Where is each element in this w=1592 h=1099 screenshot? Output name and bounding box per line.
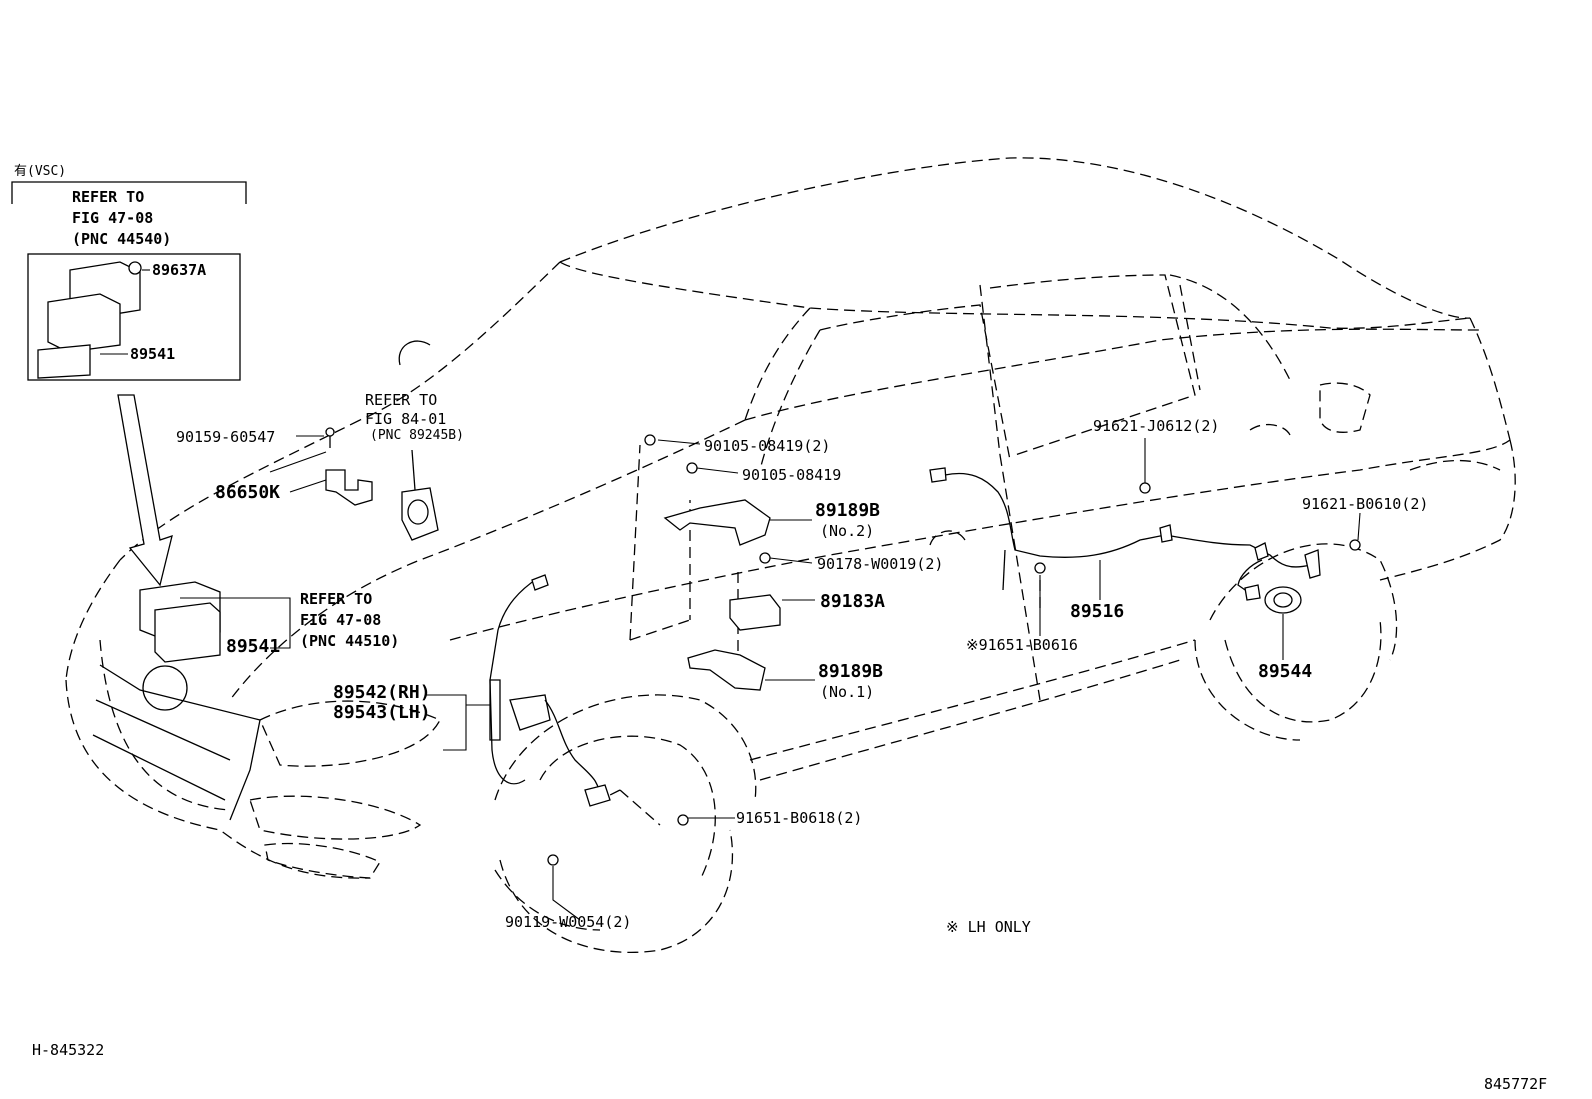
part-89542-rh: 89542(RH) (333, 682, 431, 703)
part-91651-b0616: ※91651-B0616 (966, 636, 1078, 654)
sensor-86650k-drawing (325, 427, 373, 506)
refer-top-line3: (PNC 44540) (72, 230, 171, 248)
refer-front-line3: (PNC 44510) (300, 632, 399, 650)
vsc-note: 有(VSC) (14, 164, 66, 179)
part-91621-j0612: 91621-J0612(2) (1093, 417, 1219, 435)
refer-box-frames (11, 181, 247, 587)
part-90105-08419: 90105-08419 (742, 466, 841, 484)
actuator-drawing-top (37, 261, 142, 379)
rear-sensor-89544-drawing (1244, 584, 1302, 614)
front-sensor-wire-drawing (489, 574, 689, 866)
part-89637a: 89637A (152, 261, 206, 279)
leader-lines (100, 269, 1361, 921)
ecu-drawing-front (139, 581, 221, 663)
refer-front-line2: FIG 47-08 (300, 611, 381, 629)
part-89516: 89516 (1070, 601, 1124, 622)
part-90105-08419-2: 90105-08419(2) (704, 437, 830, 455)
sensor-89183a-drawing (729, 552, 781, 631)
part-90178-w0019: 90178-W0019(2) (817, 555, 943, 573)
part-91651-b0618: 91651-B0618(2) (736, 809, 862, 827)
refer-hood-line1: REFER TO (365, 391, 437, 409)
part-89541-top: 89541 (130, 345, 175, 363)
part-89541-front: 89541 (226, 636, 280, 657)
refer-front-line1: REFER TO (300, 590, 372, 608)
footer-left-code: H-845322 (32, 1041, 104, 1059)
parts-drawings (37, 261, 1361, 866)
part-90159-60547: 90159-60547 (176, 428, 275, 446)
refer-hood-line2: FIG 84-01 (365, 410, 446, 428)
bracket-89189b-no2-drawing (644, 434, 771, 546)
text-labels: 有(VSC) REFER TO FIG 47-08 (PNC 44540) 89… (14, 164, 1547, 1093)
refer-hood-line3: (PNC 89245B) (370, 428, 464, 443)
bracket-89189b-no1-drawing (687, 649, 766, 691)
part-89544: 89544 (1258, 661, 1312, 682)
hood-sensor-drawing (401, 449, 439, 541)
part-89189b-no2-sub: (No.2) (820, 522, 874, 540)
part-89189b-no2: 89189B (815, 500, 880, 521)
part-86650k: 86650K (215, 482, 280, 503)
part-89189b-no1-sub: (No.1) (820, 683, 874, 701)
footer-right-code: 845772F (1484, 1075, 1547, 1093)
part-90119-w0054: 90119-W0054(2) (505, 913, 631, 931)
part-91621-b0610: 91621-B0610(2) (1302, 495, 1428, 513)
car-body-outline (65, 157, 1516, 953)
refer-top-line2: FIG 47-08 (72, 209, 153, 227)
part-89183a: 89183A (820, 591, 885, 612)
rear-wire-89516-drawing (929, 467, 1361, 593)
part-89189b-no1: 89189B (818, 661, 883, 682)
lh-only-note: ※ LH ONLY (946, 918, 1031, 936)
part-89543-lh: 89543(LH) (333, 702, 431, 723)
refer-top-line1: REFER TO (72, 188, 144, 206)
